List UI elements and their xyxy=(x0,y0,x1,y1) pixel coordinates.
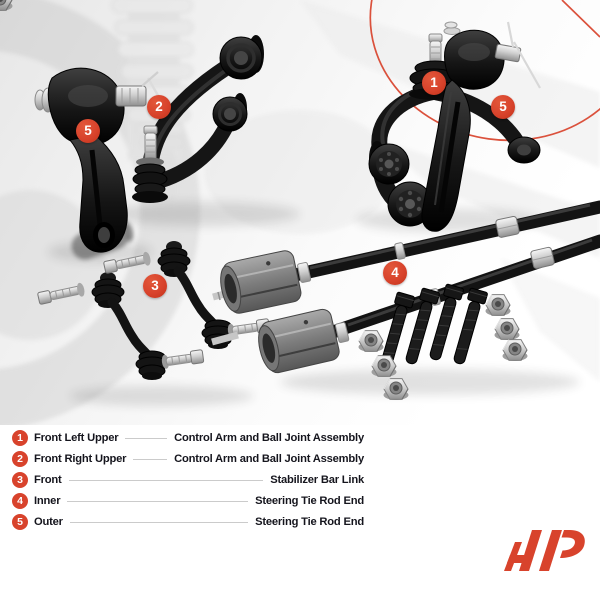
leader-line xyxy=(133,458,168,460)
legend-number-badge: 2 xyxy=(12,451,28,467)
callout-5-right: 5 xyxy=(491,95,515,119)
leader-line xyxy=(68,479,264,481)
legend-number-badge: 1 xyxy=(12,430,28,446)
callout-1: 1 xyxy=(422,71,446,95)
inner-tie-rod-2 xyxy=(211,234,600,374)
legend-position-label: Outer xyxy=(34,516,63,528)
outer-tie-rod-end-right xyxy=(421,21,541,232)
stabilizer-bar-link xyxy=(37,272,205,380)
brand-logo xyxy=(496,522,588,578)
legend-part-name: Steering Tie Rod End xyxy=(255,495,364,507)
legend-number-badge: 4 xyxy=(12,493,28,509)
lock-nut-2 xyxy=(358,330,384,353)
parts-illustration xyxy=(0,0,600,425)
legend-position-label: Front Left Upper xyxy=(34,432,119,444)
legend-row-1: 1 Front Left Upper Control Arm and Ball … xyxy=(12,430,364,446)
control-arm-front-right-upper xyxy=(132,35,264,203)
inner-tie-rod-1 xyxy=(212,200,600,314)
legend-position-label: Front Right Upper xyxy=(34,453,127,465)
callout-2: 2 xyxy=(147,95,171,119)
callout-3: 3 xyxy=(143,274,167,298)
leader-line xyxy=(69,521,249,523)
legend-row-3: 3 Front Stabilizer Bar Link xyxy=(12,472,364,488)
legend-part-name: Control Arm and Ball Joint Assembly xyxy=(174,432,364,444)
callout-4: 4 xyxy=(383,261,407,285)
legend-number-badge: 5 xyxy=(12,514,28,530)
lock-nut-7 xyxy=(502,339,528,362)
product-photo-area: 1 2 3 4 5 5 xyxy=(0,0,600,425)
legend-row-2: 2 Front Right Upper Control Arm and Ball… xyxy=(12,451,364,467)
legend-part-name: Steering Tie Rod End xyxy=(255,516,364,528)
leader-line xyxy=(67,500,249,502)
legend-position-label: Inner xyxy=(34,495,61,507)
lock-nut-6 xyxy=(494,318,520,341)
legend-position-label: Front xyxy=(34,474,62,486)
legend-row-5: 5 Outer Steering Tie Rod End xyxy=(12,514,364,530)
lock-nut xyxy=(0,0,13,11)
legend-part-name: Stabilizer Bar Link xyxy=(270,474,364,486)
outer-tie-rod-end-left xyxy=(34,67,174,253)
legend-row-4: 4 Inner Steering Tie Rod End xyxy=(12,493,364,509)
leader-line xyxy=(125,437,168,439)
callout-5-left: 5 xyxy=(76,119,100,143)
legend-number-badge: 3 xyxy=(12,472,28,488)
legend-part-name: Control Arm and Ball Joint Assembly xyxy=(174,453,364,465)
bolt-set xyxy=(380,283,488,369)
red-accent-arcs xyxy=(369,0,600,142)
parts-legend: 1 Front Left Upper Control Arm and Ball … xyxy=(12,430,364,530)
lock-nut-5 xyxy=(485,294,511,317)
ap-monogram-icon xyxy=(504,530,585,571)
